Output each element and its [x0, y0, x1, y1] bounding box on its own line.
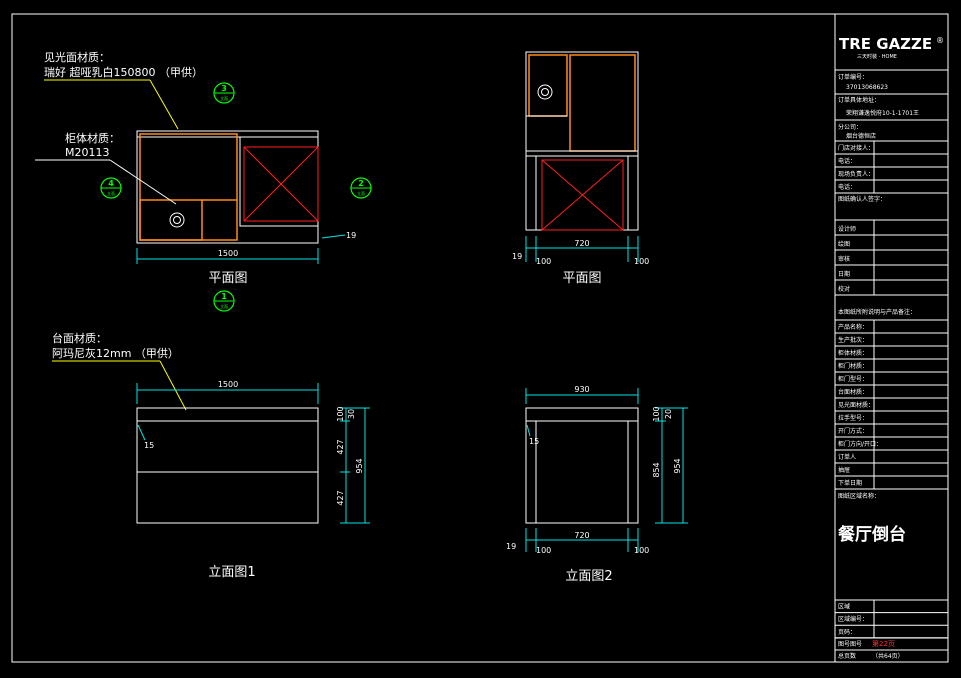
- dim-elev1-total: 954: [355, 458, 364, 473]
- scope-label: 图纸区域名称：: [838, 492, 880, 500]
- dim-plan2-width: 720: [574, 239, 589, 248]
- plan1-title: 平面图: [208, 271, 247, 286]
- marker-sub: 立面: [220, 95, 228, 101]
- dim-elev2-top: 20: [664, 409, 673, 419]
- tb-product-field-3: 柜门材质：: [838, 362, 868, 370]
- dim-elev1-inset: 15: [144, 441, 154, 450]
- visible-surface-value: 瑞好 超哑乳白150800 （甲供）: [44, 65, 203, 79]
- drawing-name: 餐厅倒台: [838, 524, 906, 545]
- dim-plan1-side: 19: [346, 231, 356, 240]
- dim-elev2-b2: 100: [634, 546, 649, 555]
- tb-product-field-8: 开门方式：: [838, 427, 868, 435]
- elevation-marker-4: 4 立面: [100, 177, 122, 199]
- tb-contact-field-0: 门店对接人：: [838, 144, 874, 152]
- tb-product-field-1: 生产批次：: [838, 336, 868, 344]
- total-value: （共64页）: [872, 652, 904, 660]
- tb-product-field-5: 台面材质：: [838, 388, 868, 396]
- marker-sub: 立面: [357, 190, 365, 196]
- dim-elev2-left: 19: [506, 542, 516, 551]
- tb-bottom-field-0: 区域: [838, 603, 850, 611]
- sink-drain-icon-2: [537, 84, 553, 100]
- dim-elev1-h1: 427: [336, 439, 345, 454]
- tb-sign-field-2: 审核: [838, 255, 850, 263]
- tb-product-field-7: 拉手型号：: [838, 414, 868, 422]
- dim-elev2-h: 854: [652, 462, 661, 477]
- dim-elev1-h2: 427: [336, 490, 345, 505]
- tb-sign-field-4: 校对: [838, 285, 850, 293]
- dim-plan2-b1: 100: [536, 257, 551, 266]
- elevation-view-2: 930 100 20 854 954 15 720 19 100 100 立面图…: [506, 385, 688, 584]
- cabinet-material-label: 柜体材质：: [65, 131, 120, 145]
- tb-bottom-field-1: 区域编号：: [838, 615, 868, 623]
- dim-elev2-top2: 100: [652, 406, 661, 421]
- cabinet-material-value: M20113: [65, 146, 109, 159]
- tb-product-field-2: 柜体材质：: [838, 349, 868, 357]
- marker-number: 1: [221, 292, 227, 301]
- visible-surface-label: 见光面材质：: [44, 50, 110, 64]
- tb-sign-field-3: 日期: [838, 270, 850, 278]
- tb-contact-field-2: 现场负责人：: [838, 170, 874, 178]
- dim-elev2-total: 954: [673, 458, 682, 473]
- dim-elev1-width: 1500: [218, 380, 238, 389]
- dim-elev1-top2: 100: [336, 406, 345, 421]
- tb-product-field-6: 见光面材质：: [838, 401, 874, 409]
- tb-product-field-9: 柜门方向/开口：: [838, 440, 882, 448]
- tb-product-field-12: 下单日期: [838, 479, 862, 487]
- plan-view-1: 1500 19 平面图: [136, 130, 356, 286]
- dim-elev2-bottom: 720: [574, 531, 589, 540]
- counter-material-value: 阿玛尼灰12mm （甲供）: [52, 346, 179, 360]
- dim-plan1-width: 1500: [218, 249, 238, 258]
- tb-contact-field-3: 电话：: [838, 183, 856, 191]
- address-value: 荣翔谦逸悦府10-1-1701王: [846, 109, 919, 117]
- tb-product-field-4: 柜门型号：: [838, 375, 868, 383]
- tb-sign-field-0: 设计师: [838, 225, 856, 233]
- tb-contact-field-1: 电话：: [838, 157, 856, 165]
- dim-elev2-inset: 15: [529, 437, 539, 446]
- elevation-markers: 3 立面 4 立面 2 立面 1 立面: [100, 82, 372, 312]
- title-block: TRE GAZZE ® 三天时装 · HOME 订单编号： 3701306862…: [835, 35, 948, 660]
- elevation-view-1: 1500 100 30 427 427 954 15 立面图1: [136, 380, 370, 580]
- confirm-label: 图纸确认人签字：: [838, 195, 886, 203]
- tb-bottom-field-2: 页码：: [838, 628, 856, 636]
- plan-view-2: 720 19 100 100 平面图: [512, 51, 649, 286]
- brand-logo: TRE GAZZE: [839, 35, 932, 53]
- sheet-label: 图号图号: [838, 641, 862, 648]
- brand-registered: ®: [936, 36, 944, 45]
- tb-product-field-10: 订单人: [838, 453, 856, 461]
- tb-product-field-11: 抽屉: [838, 466, 850, 474]
- dim-plan2-left: 19: [512, 252, 522, 261]
- tb-sign-field-1: 绘图: [838, 240, 850, 248]
- elevation-marker-2: 2 立面: [350, 177, 372, 199]
- tb-product-field-0: 产品名称：: [838, 323, 868, 331]
- order-no-value: 37013068623: [846, 84, 888, 91]
- sheet-value: 第22页: [872, 639, 895, 648]
- branch-value: 烟台德恒店: [846, 132, 876, 140]
- marker-number: 3: [221, 84, 227, 93]
- dim-elev1-top: 30: [347, 409, 356, 419]
- dim-elev2-width: 930: [574, 385, 589, 394]
- counter-material-label: 台面材质：: [52, 331, 107, 345]
- branch-label: 分公司：: [838, 123, 862, 131]
- notice-label: 本图纸所附说明与产品备注：: [838, 308, 916, 316]
- outer-frame: [11, 13, 949, 663]
- marker-sub: 立面: [220, 303, 228, 309]
- marker-number: 2: [358, 179, 364, 188]
- dim-elev2-b1: 100: [536, 546, 551, 555]
- sink-drain-icon: [169, 212, 185, 228]
- total-label: 总页数: [838, 652, 856, 660]
- marker-sub: 立面: [107, 190, 115, 196]
- plan2-title: 平面图: [562, 271, 601, 286]
- brand-sub: 三天时装 · HOME: [857, 53, 897, 60]
- elevation-marker-1: 1 立面: [213, 290, 235, 312]
- order-no-label: 订单编号：: [838, 73, 868, 81]
- elevation2-title: 立面图2: [565, 569, 612, 584]
- dim-plan2-b2: 100: [634, 257, 649, 266]
- marker-number: 4: [108, 179, 114, 188]
- elevation1-title: 立面图1: [208, 565, 255, 580]
- annotations: 见光面材质： 瑞好 超哑乳白150800 （甲供） 柜体材质： M20113 台…: [35, 50, 203, 411]
- elevation-marker-3: 3 立面: [213, 82, 235, 104]
- address-label: 订单具体地址：: [838, 96, 880, 104]
